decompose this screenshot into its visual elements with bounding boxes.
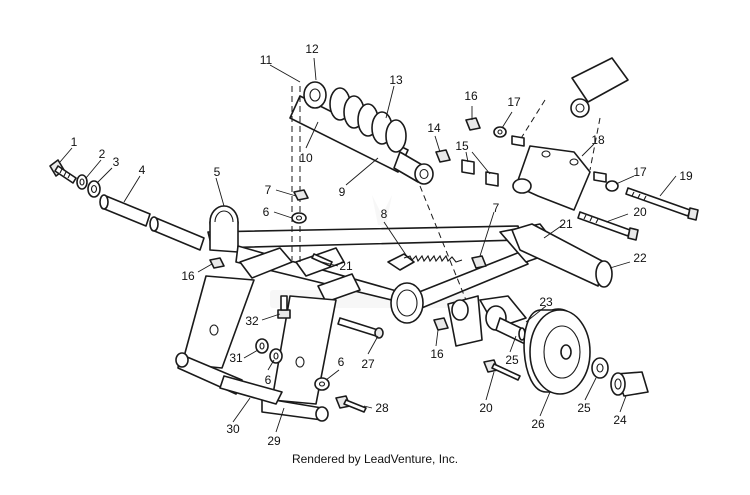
- callout-27: 27: [361, 357, 375, 371]
- callout-7-left: 7: [265, 183, 272, 197]
- footer-credit: Rendered by LeadVenture, Inc.: [292, 452, 458, 466]
- washer-part-6-left: [291, 212, 307, 224]
- front-link-part-30: [175, 275, 283, 405]
- callout-17-top: 17: [507, 95, 521, 109]
- bushing-pair: [511, 135, 607, 183]
- callout-25-left: 25: [505, 353, 519, 367]
- callout-labels: 1 2 3 4 5 7 6 16 11 12 13 10 9 8 21 32 3…: [71, 42, 693, 448]
- spacer-tube-part-24: [610, 371, 649, 397]
- callout-21-right: 21: [559, 217, 573, 231]
- idler-wheel-part-26: [523, 308, 591, 395]
- spacer-tube-part-4: [99, 194, 205, 251]
- callout-13: 13: [389, 73, 403, 87]
- callout-1: 1: [71, 135, 78, 149]
- bolt-part-20-upper: [577, 211, 639, 241]
- callout-12: 12: [305, 42, 319, 56]
- callout-7-right: 7: [493, 201, 500, 215]
- leader-lines: [59, 57, 677, 433]
- callout-5: 5: [214, 165, 221, 179]
- callout-20-lower: 20: [479, 401, 493, 415]
- nut-part-16-lower: [433, 317, 449, 331]
- callout-19: 19: [679, 169, 693, 183]
- callout-32: 32: [245, 314, 259, 328]
- callout-11: 11: [260, 53, 273, 67]
- callout-17-right: 17: [633, 165, 647, 179]
- hub-bracket: [447, 295, 527, 347]
- nut-part-16-top: [465, 117, 481, 131]
- callout-14: 14: [427, 121, 441, 135]
- callout-29: 29: [267, 434, 281, 448]
- bracket-part-18: [512, 145, 591, 211]
- callout-16-left: 16: [181, 269, 195, 283]
- shock-eye-part-9: [393, 151, 434, 185]
- callout-2: 2: [99, 147, 106, 161]
- upper-shock-stub: [570, 57, 629, 118]
- callout-16-lower: 16: [430, 347, 444, 361]
- washer-part-31: [255, 338, 269, 354]
- callout-22: 22: [633, 251, 647, 265]
- callout-6-left: 6: [263, 205, 270, 219]
- callout-6-right: 6: [338, 355, 345, 369]
- spring-part-13: [329, 87, 407, 153]
- callout-30: 30: [226, 422, 240, 436]
- washer-part-3: [87, 180, 101, 198]
- callout-24: 24: [613, 413, 627, 427]
- callout-21-left: 21: [339, 259, 353, 273]
- shock-absorber-part-10: [289, 81, 409, 173]
- washer-part-17-top: [493, 126, 507, 138]
- nut-part-14: [435, 149, 451, 163]
- bolt-part-27: [337, 317, 384, 339]
- callout-31: 31: [229, 351, 243, 365]
- callout-4: 4: [139, 163, 146, 177]
- bushing-part-15: [461, 159, 499, 187]
- callout-18: 18: [591, 133, 605, 147]
- callout-25-right: 25: [577, 401, 591, 415]
- bolt-part-1: [49, 159, 77, 184]
- nut-part-7-left: [293, 189, 309, 201]
- callout-16-top: 16: [464, 89, 478, 103]
- callout-10: 10: [299, 151, 313, 165]
- bolt-part-20-lower: [483, 359, 521, 381]
- callout-8: 8: [381, 207, 388, 221]
- washer-part-2: [76, 174, 88, 190]
- nut-part-16-left: [209, 257, 225, 269]
- callout-3: 3: [113, 155, 120, 169]
- axle-part-22: [511, 223, 613, 288]
- bolt-part-19: [625, 187, 699, 221]
- washer-part-6-right: [314, 377, 330, 391]
- callout-23: 23: [539, 295, 553, 309]
- callout-6-lower: 6: [265, 373, 272, 387]
- rear-link-part-29: [261, 295, 337, 422]
- spacer-part-25-right: [591, 357, 609, 379]
- callout-28: 28: [375, 401, 389, 415]
- callout-9: 9: [339, 185, 346, 199]
- washer-part-17-right: [605, 180, 619, 192]
- callout-15: 15: [455, 139, 469, 153]
- bolt-part-32: [277, 295, 291, 319]
- nut-part-7-right: [471, 255, 487, 269]
- bolt-part-28: [335, 395, 367, 413]
- callout-20-upper: 20: [633, 205, 647, 219]
- washer-part-6-lower: [269, 348, 283, 364]
- callout-26: 26: [531, 417, 545, 431]
